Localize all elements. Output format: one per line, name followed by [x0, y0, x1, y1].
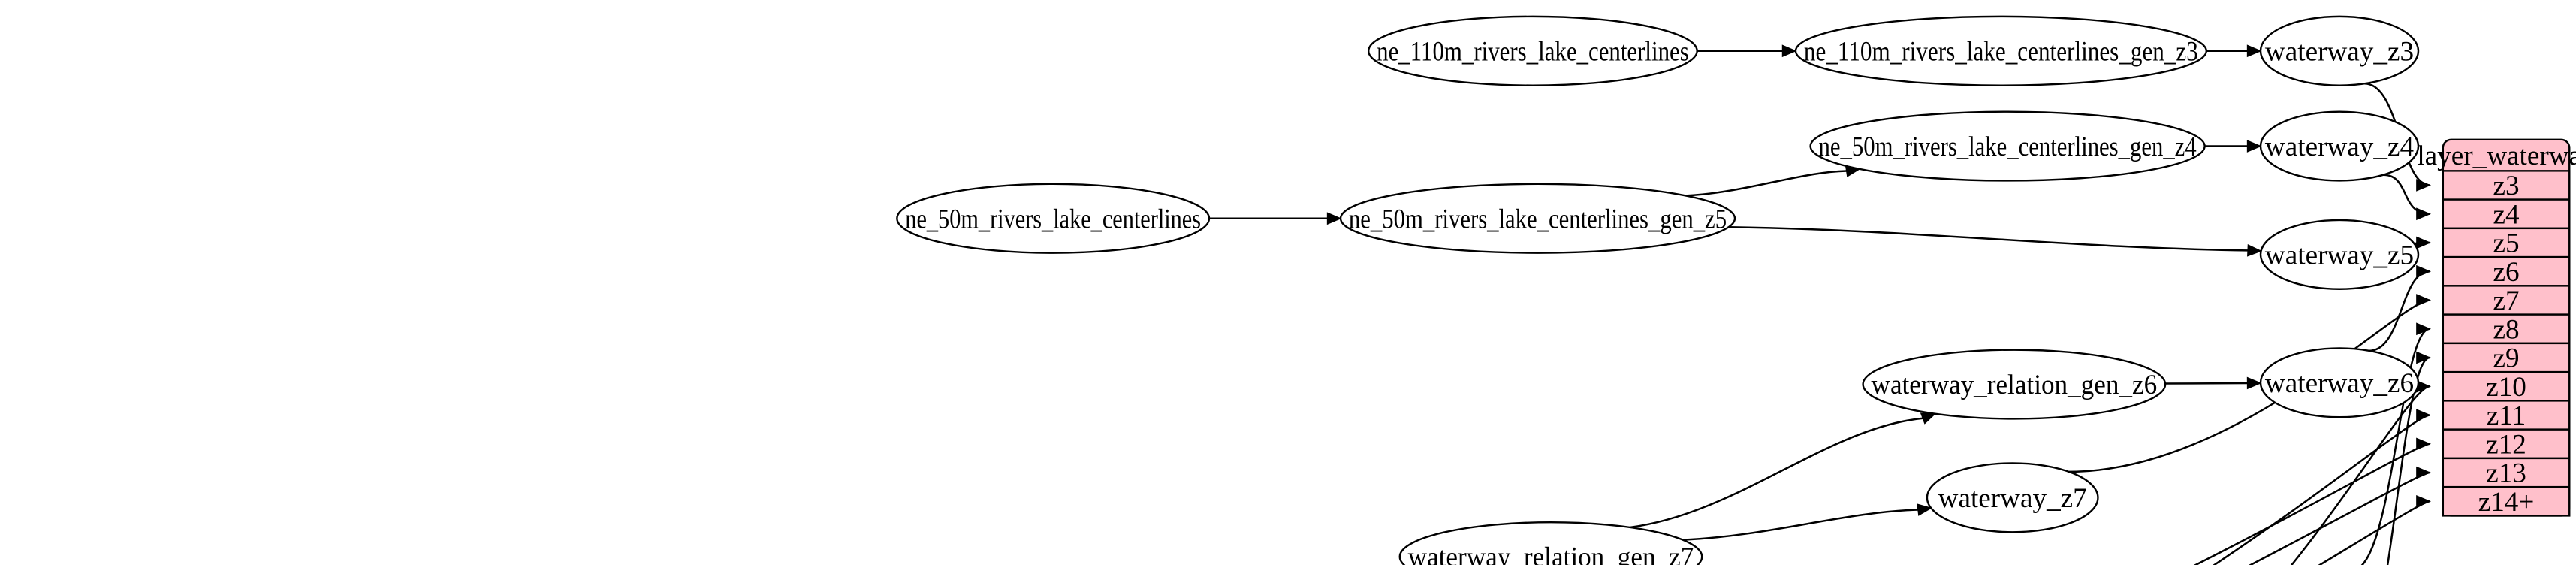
edge-waterway_z8-to-layer_waterway-z8: [2360, 328, 2430, 565]
node-label-waterway_relation_gen_z7: waterway_relation_gen_z7: [1408, 542, 1694, 565]
arrowhead-icon: [2416, 494, 2432, 508]
edge-waterway_relation_gen_z7-to-waterway_relation_gen_z6: [1630, 417, 1923, 529]
edge-waterway_z4-to-layer_waterway-z4: [2383, 174, 2430, 215]
layer-waterway-row-z13[interactable]: [2442, 457, 2571, 488]
layer-waterway-row-label-z4: z4: [2493, 199, 2519, 230]
node-label-waterway_z4: waterway_z4: [2265, 131, 2414, 162]
edge-waterway_relation_gen_z7-to-waterway_z7: [1682, 509, 1918, 541]
layer-waterway-row-label-z11: z11: [2487, 400, 2526, 431]
node-label-ne_110m_rivers_lake_centerlines: ne_110m_rivers_lake_centerlines: [1377, 36, 1689, 67]
arrowhead-icon: [1781, 44, 1797, 58]
layer-waterway-row-z14+[interactable]: [2442, 485, 2571, 517]
arrowhead-icon: [2416, 179, 2432, 192]
arrowhead-icon: [2246, 376, 2262, 390]
edge-waterway_z11-to-layer_waterway-z11: [2213, 414, 2430, 565]
node-shape-ne_50m_rivers_lake_centerlines_gen_z4[interactable]: [1809, 110, 2206, 182]
node-label-waterway_z3: waterway_z3: [2265, 36, 2414, 67]
arrowhead-icon: [2247, 243, 2263, 257]
arrowhead-icon: [2416, 437, 2432, 451]
nodes-layer: imposm3osm_waterway_relationosm_waterway…: [896, 15, 2420, 565]
edge-waterway_z10-to-layer_waterway-z10: [2290, 385, 2430, 565]
node-waterway_z5[interactable]: waterway_z5: [2259, 219, 2420, 290]
node-waterway_relation_gen_z7[interactable]: waterway_relation_gen_z7: [1398, 521, 1703, 565]
arrowhead-icon: [2416, 264, 2432, 278]
arrowhead-icon: [2416, 294, 2432, 307]
layer-waterway-row-z8[interactable]: [2442, 313, 2571, 345]
arrowhead-icon: [1917, 503, 1932, 516]
node-waterway_z6[interactable]: waterway_z6: [2259, 347, 2420, 418]
arrowhead-icon: [1920, 412, 1937, 425]
layer-waterway-row-label-z7: z7: [2493, 286, 2519, 316]
arrowhead-icon: [2416, 351, 2432, 364]
node-ne_50m_rivers_lake_centerlines_gen_z4[interactable]: ne_50m_rivers_lake_centerlines_gen_z4: [1809, 110, 2206, 182]
layer-waterway-row-z4[interactable]: [2442, 198, 2571, 230]
layer-waterway-row-label-z13: z13: [2486, 458, 2526, 489]
arrowhead-icon: [2416, 207, 2432, 221]
layer-waterway-row-label-z8: z8: [2493, 314, 2519, 345]
arrowhead-icon: [2246, 140, 2262, 153]
arrowhead-icon: [2246, 44, 2262, 58]
node-label-ne_50m_rivers_lake_centerlines: ne_50m_rivers_lake_centerlines: [905, 204, 1201, 234]
arrowhead-icon: [2416, 322, 2432, 336]
layer-waterway-title: layer_waterway: [2417, 140, 2576, 171]
layer-waterway-row-label-z6: z6: [2493, 257, 2519, 288]
node-label-ne_50m_rivers_lake_centerlines_gen_z4: ne_50m_rivers_lake_centerlines_gen_z4: [1819, 131, 2197, 162]
node-waterway_z4[interactable]: waterway_z4: [2259, 110, 2420, 182]
layer-waterway-row-label-z5: z5: [2493, 228, 2519, 259]
layer-waterway-row-label-z12: z12: [2486, 429, 2526, 460]
node-ne_50m_rivers_lake_centerlines[interactable]: ne_50m_rivers_lake_centerlines: [896, 183, 1211, 254]
edge-waterway_z9-to-layer_waterway-z9: [2386, 356, 2430, 565]
node-shape-waterway_relation_gen_z7[interactable]: [1398, 521, 1703, 565]
node-waterway_z7[interactable]: waterway_z7: [1926, 462, 2099, 533]
edge-ne_50m_rivers_lake_centerlines_gen_z5-to-waterway_z5: [1728, 225, 2249, 252]
edges-layer: [1209, 44, 2432, 565]
layer-waterway-row-z7[interactable]: [2442, 285, 2571, 316]
node-label-waterway_z6: waterway_z6: [2265, 368, 2414, 399]
layer-waterway-table: layer_waterwayz3z4z5z6z7z8z9z10z11z12z13…: [2417, 138, 2576, 518]
node-shape-waterway_relation_gen_z6[interactable]: [1862, 349, 2167, 420]
node-shape-waterway_z6[interactable]: [2259, 347, 2420, 418]
node-label-waterway_z7: waterway_z7: [1938, 483, 2087, 514]
node-label-waterway_z5: waterway_z5: [2265, 240, 2414, 270]
node-label-waterway_relation_gen_z6: waterway_relation_gen_z6: [1872, 370, 2158, 400]
node-shape-waterway_z4[interactable]: [2259, 110, 2420, 182]
arrowhead-icon: [2416, 409, 2432, 421]
node-shape-ne_110m_rivers_lake_centerlines[interactable]: [1367, 15, 1698, 86]
edge-ne_50m_rivers_lake_centerlines_gen_z5-to-ne_50m_rivers_lake_centerlines_gen_z4: [1685, 170, 1847, 197]
node-shape-waterway_z5[interactable]: [2259, 219, 2420, 290]
node-shape-ne_50m_rivers_lake_centerlines[interactable]: [896, 183, 1211, 254]
layer-waterway-row-z6[interactable]: [2442, 255, 2571, 287]
node-shape-ne_50m_rivers_lake_centerlines_gen_z5[interactable]: [1339, 183, 1736, 254]
node-label-ne_110m_rivers_lake_centerlines_gen_z3: ne_110m_rivers_lake_centerlines_gen_z3: [1804, 36, 2198, 67]
arrowhead-icon: [2416, 236, 2432, 249]
node-ne_110m_rivers_lake_centerlines[interactable]: ne_110m_rivers_lake_centerlines: [1367, 15, 1698, 86]
edge-waterway_relation_gen_z6-to-waterway_z6: [2165, 382, 2248, 385]
edge-waterway_z13-to-layer_waterway-z13: [2249, 471, 2430, 565]
node-ne_110m_rivers_lake_centerlines_gen_z3[interactable]: ne_110m_rivers_lake_centerlines_gen_z3: [1794, 15, 2208, 86]
layer-waterway-row-label-z9: z9: [2493, 343, 2519, 374]
arrowhead-icon: [1326, 212, 1342, 225]
layer-waterway-row-label-z14+: z14+: [2478, 487, 2535, 518]
edge-waterway_z14-to-layer_waterway-z14+: [2318, 500, 2430, 565]
node-label-ne_50m_rivers_lake_centerlines_gen_z5: ne_50m_rivers_lake_centerlines_gen_z5: [1349, 204, 1727, 234]
node-ne_50m_rivers_lake_centerlines_gen_z5[interactable]: ne_50m_rivers_lake_centerlines_gen_z5: [1339, 183, 1736, 254]
layer-waterway-row-z10[interactable]: [2442, 370, 2571, 402]
layer-waterway-row-label-z3: z3: [2493, 171, 2519, 201]
node-waterway_relation_gen_z6[interactable]: waterway_relation_gen_z6: [1862, 349, 2167, 420]
node-shape-waterway_z7[interactable]: [1926, 462, 2099, 533]
edge-waterway_z12-to-layer_waterway-z12: [2193, 443, 2430, 565]
node-shape-ne_110m_rivers_lake_centerlines_gen_z3[interactable]: [1794, 15, 2208, 86]
node-waterway_z3[interactable]: waterway_z3: [2259, 15, 2420, 86]
arrowhead-icon: [2416, 466, 2432, 479]
layer-waterway-row-label-z10: z10: [2486, 372, 2526, 403]
node-shape-waterway_z3[interactable]: [2259, 15, 2420, 86]
